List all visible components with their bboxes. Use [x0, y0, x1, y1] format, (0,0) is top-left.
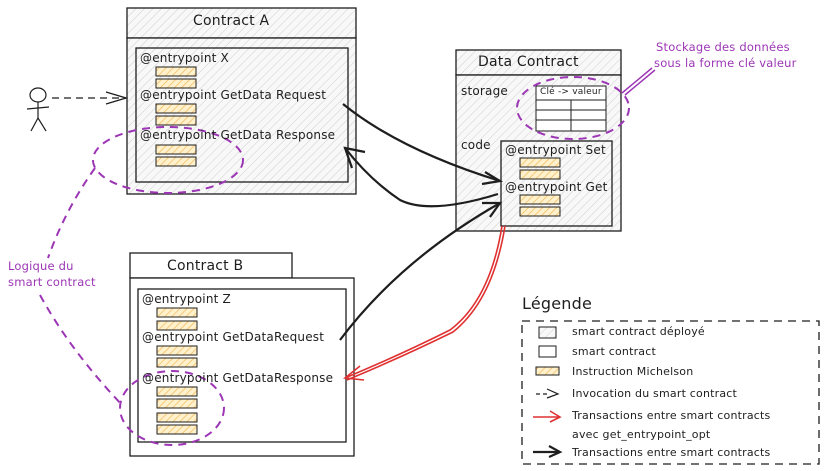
user-actor-icon: [26, 87, 50, 132]
contract-a-entrypoint-getdata-request: @entrypoint GetData Request: [140, 88, 327, 102]
legend-box: [521, 320, 820, 465]
contract-a-entrypoint-x: @entrypoint X: [140, 51, 229, 65]
contract-b-title: Contract B: [167, 258, 244, 274]
storage-table-header: Clé -> valeur: [540, 87, 602, 97]
legend-item-invocation: Invocation du smart contract: [572, 387, 738, 400]
storage-note-line1: Stockage des données: [656, 40, 790, 54]
contract-b: [129, 252, 355, 457]
data-contract-header: [455, 49, 622, 76]
code-label: code: [461, 138, 491, 152]
storage-note-connector: [624, 69, 656, 96]
legend-deployed-contract-icon: [538, 326, 557, 339]
legend-item-contract: smart contract: [572, 345, 657, 358]
logic-note-line1: Logique du: [8, 259, 74, 273]
logic-connector-a: [47, 167, 96, 259]
legend-dashed-arrow-icon: [536, 388, 560, 399]
contract-b-entrypoint-getdatarequest: @entrypoint GetDataRequest: [142, 330, 325, 344]
legend-item-deployed: smart contract déployé: [572, 325, 705, 338]
legend-item-red-transaction: Transactions entre smart contracts: [572, 409, 771, 422]
contract-a-header: [126, 7, 357, 39]
transaction-arrow-red: [342, 225, 506, 381]
invocation-arrow: [52, 91, 129, 105]
logic-note-line2: smart contract: [8, 275, 96, 289]
legend-instruction-icon: [535, 366, 560, 376]
legend-item-instruction: Instruction Michelson: [572, 365, 694, 378]
logic-highlight-a: [92, 126, 244, 194]
storage-note-line2: sous la forme clé valeur: [654, 56, 797, 70]
contract-a-title: Contract A: [193, 13, 270, 29]
legend-contract-icon: [538, 345, 557, 358]
contract-a-entrypoint-getdata-response: @entrypoint GetData Response: [140, 128, 336, 142]
arrow-a-request-to-get: [342, 103, 501, 183]
storage-table: [535, 85, 607, 132]
data-contract: [455, 49, 630, 232]
contract-a: [126, 7, 357, 195]
storage-label: storage: [461, 84, 508, 98]
storage-highlight: [516, 76, 630, 140]
data-contract-title: Data Contract: [478, 54, 579, 70]
arrow-b-request-to-get: [339, 202, 501, 341]
legend-red-arrow-icon: [533, 410, 562, 423]
transaction-arrows-black: [339, 103, 504, 341]
logic-connector-b: [39, 294, 123, 406]
data-contract-entrypoint-get: @entrypoint Get: [505, 180, 608, 194]
contract-b-entrypoint-z: @entrypoint Z: [142, 292, 231, 306]
legend-item-black-transaction: Transactions entre smart contracts: [572, 446, 771, 459]
legend-title: Légende: [522, 294, 593, 313]
logic-highlight-b: [119, 370, 225, 446]
michelson-instructions: [155, 66, 197, 167]
data-contract-entrypoint-set: @entrypoint Set: [505, 143, 606, 157]
legend-black-arrow-icon: [533, 445, 563, 459]
legend-item-red-transaction-note: avec get_entrypoint_opt: [572, 428, 711, 441]
arrow-get-to-a-response: [344, 147, 499, 208]
contract-b-entrypoint-getdataresponse: @entrypoint GetDataResponse: [142, 371, 334, 385]
